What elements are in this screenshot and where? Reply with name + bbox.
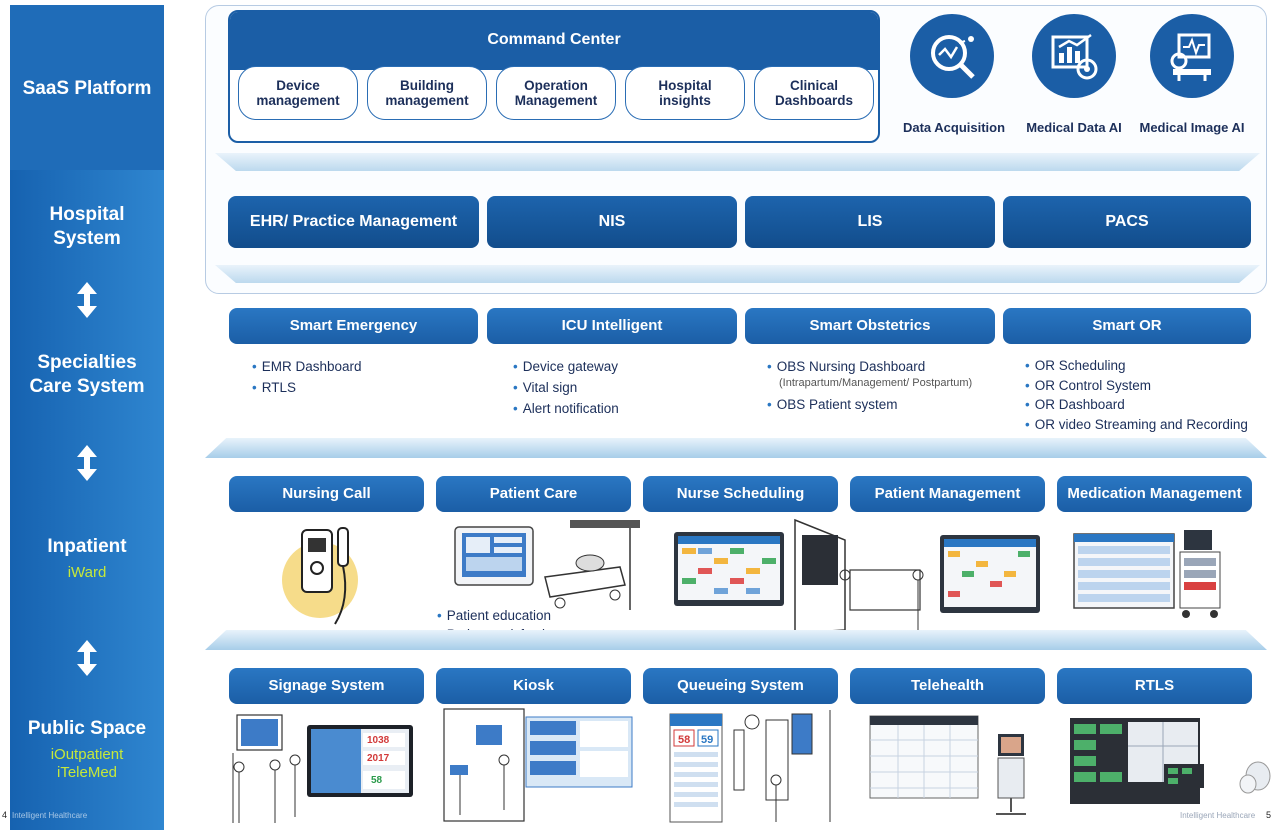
medical-image-ai-icon [1150,14,1234,98]
list-item: Vital sign [513,377,619,398]
footer-brand-left: Intelligent Healthcare [12,811,88,820]
header-patient-management: Patient Management [850,476,1045,512]
data-acquisition-icon [910,14,994,98]
list-item: RTLS [252,377,362,398]
list-item: Alert notification [513,398,619,419]
label-inpatient: Inpatient [47,536,127,557]
signage-number-3: 58 [371,775,383,786]
medical-data-ai-icon [1032,14,1116,98]
cc-clinical-dashboards: Clinical Dashboards [754,66,874,120]
header-signage-system: Signage System [229,668,424,704]
label-itelemed: iTeleMed [56,764,118,781]
nurse-scheduling-screen-illustration [674,532,784,606]
queueing-illustration [669,710,831,823]
page-number-left: 4 [2,810,8,820]
list-item: OR Dashboard [1025,395,1248,415]
header-medication-management: Medication Management [1057,476,1252,512]
label-specialties-care-system: Specialties Care System [29,352,145,397]
label-hospital-system: Hospital System [49,204,125,249]
band-inpatient [205,630,1267,650]
label-medical-data-ai: Medical Data AI [1026,120,1122,135]
header-nurse-scheduling: Nurse Scheduling [643,476,838,512]
header-queueing-system: Queueing System [643,668,838,704]
band-specialties [205,438,1267,458]
shelf-saas [215,153,1260,171]
cc-device-management: Device management [238,66,358,120]
cc-building-management: Building management [367,66,487,120]
label-iward: iWard [67,564,107,581]
signage-illustration [232,714,413,823]
list-smart-emergency: EMR Dashboard RTLS [252,356,362,398]
box-pacs: PACS [1003,196,1251,248]
updown-arrow-icon [77,640,97,676]
list-smart-or: OR Scheduling OR Control System OR Dashb… [1025,356,1248,434]
page-number-right: 5 [1266,810,1272,820]
header-smart-emergency: Smart Emergency [229,308,478,344]
list-smart-obstetrics: OBS Nursing Dashboard (Intrapartum/Manag… [767,356,972,415]
patient-management-illustration [794,518,1040,635]
list-item: OR Control System [1025,376,1248,396]
header-rtls: RTLS [1057,668,1252,704]
box-lis: LIS [745,196,995,248]
layer-sidebar: SaaS Platform Hospital System Specialtie… [10,5,164,830]
list-item: OR video Streaming and Recording [1025,415,1248,435]
medication-management-illustration [1073,530,1221,618]
command-center-title: Command Center [230,12,878,70]
box-ehr-practice-management: EHR/ Practice Management [228,196,479,248]
label-saas-platform: SaaS Platform [22,78,152,99]
list-item: OBS Patient system [767,394,972,415]
footer-brand-right: Intelligent Healthcare [1180,811,1256,820]
rtls-illustration [1070,718,1271,804]
header-smart-obstetrics: Smart Obstetrics [745,308,995,344]
telehealth-illustration [869,715,1026,815]
label-medical-image-ai: Medical Image AI [1139,120,1245,135]
box-nis: NIS [487,196,737,248]
header-patient-care: Patient Care [436,476,631,512]
header-nursing-call: Nursing Call [229,476,424,512]
header-telehealth: Telehealth [850,668,1045,704]
updown-arrow-icon [77,445,97,481]
queue-number-1: 58 [678,734,691,746]
patient-care-illustration [454,520,640,610]
cc-operation-management: Operation Management [496,66,616,120]
updown-arrow-icon [77,282,97,318]
band-saas [10,5,164,170]
obs-note: (Intrapartum/Management/ Postpartum) [779,377,973,389]
queue-number-2: 59 [701,734,714,746]
header-smart-or: Smart OR [1003,308,1251,344]
signage-number-1: 1038 [367,735,390,746]
list-icu-intelligent: Device gateway Vital sign Alert notifica… [513,356,619,419]
label-ioutpatient: iOutpatient [50,746,124,763]
header-icu-intelligent: ICU Intelligent [487,308,737,344]
header-kiosk: Kiosk [436,668,631,704]
nurse-call-device-illustration [282,527,358,625]
signage-number-2: 2017 [367,753,390,764]
cc-hospital-insights: Hospital insights [625,66,745,120]
list-item: Device gateway [513,356,619,377]
label-data-acquisition: Data Acquisition [902,120,1006,135]
list-item: OR Scheduling [1025,356,1248,376]
label-public-space: Public Space [27,718,147,739]
list-item: OBS Nursing Dashboard [767,356,972,377]
list-item: EMR Dashboard [252,356,362,377]
list-item: Patient education [437,606,560,625]
kiosk-illustration [443,708,633,822]
shelf-hospital [215,265,1260,283]
